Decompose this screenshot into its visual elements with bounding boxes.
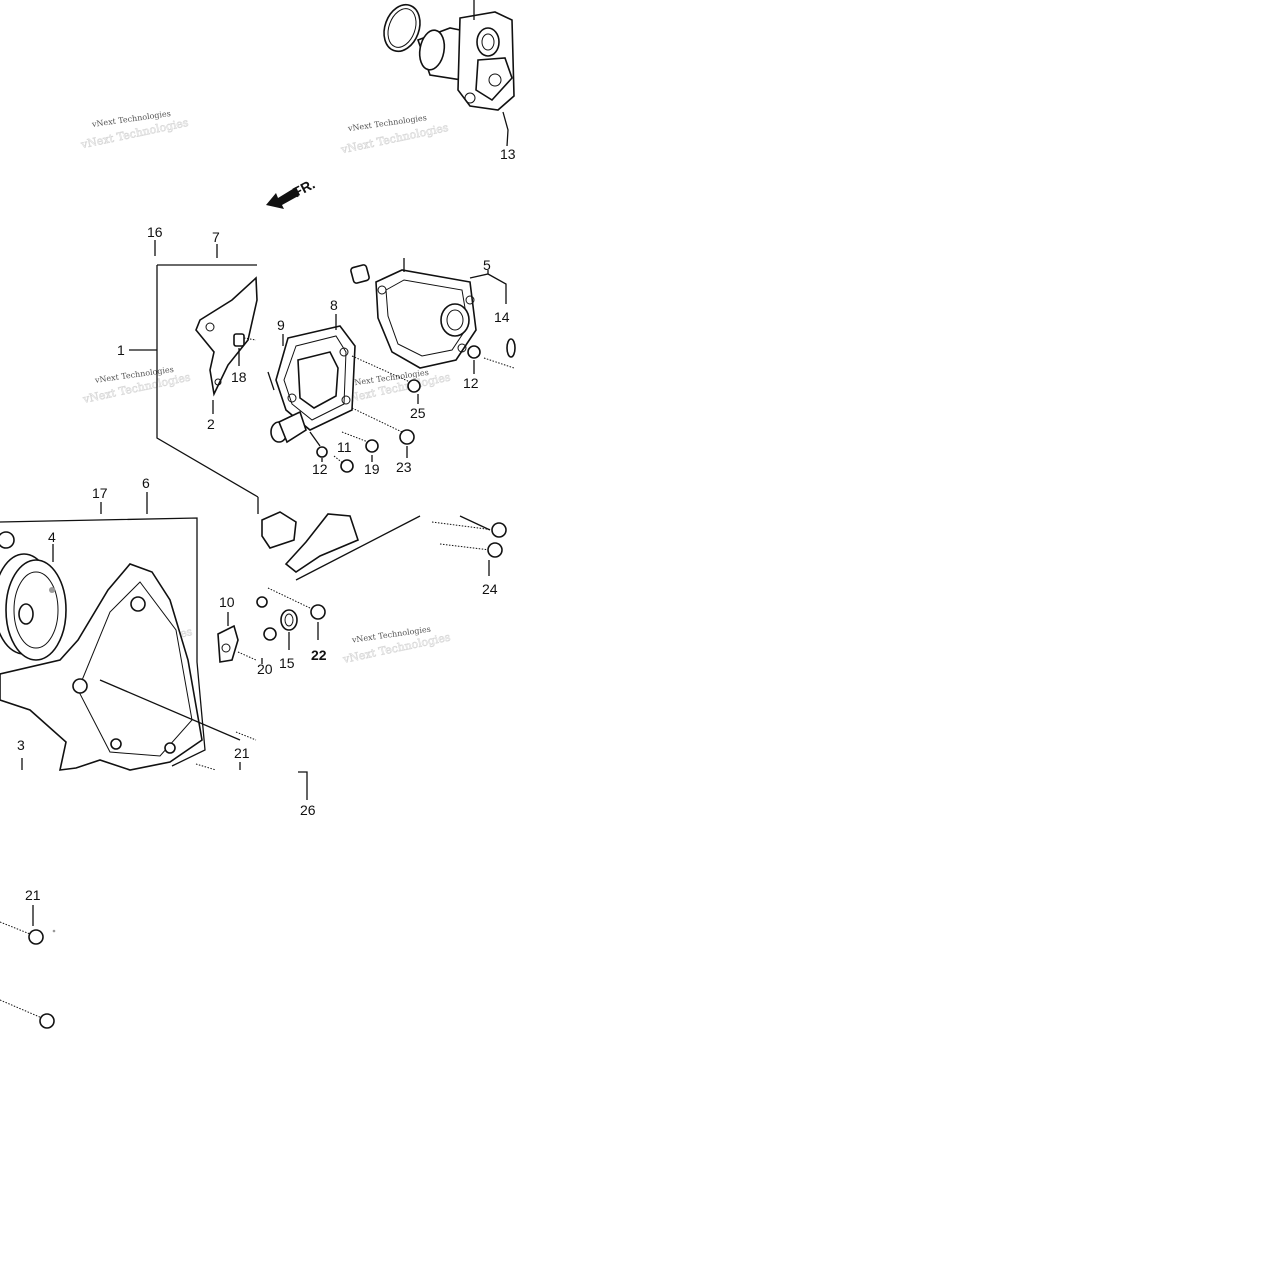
callout-15: 15 (279, 655, 295, 671)
callout-7: 7 (212, 229, 220, 245)
callout-23: 23 (396, 459, 412, 475)
group-frame-1 (129, 240, 259, 498)
callout-13: 13 (500, 146, 516, 162)
callout-4: 4 (48, 529, 56, 545)
callout-labels: 1 2 3 4 5 6 7 8 9 10 11 12 12 13 14 15 1… (17, 146, 516, 903)
callout-25: 25 (410, 405, 426, 421)
cover-plate (195, 276, 258, 414)
callout-11: 11 (337, 439, 352, 455)
callout-9: 9 (277, 317, 285, 333)
callout-21b: 21 (25, 887, 41, 903)
callout-16: 16 (147, 224, 163, 240)
pulley (0, 531, 67, 661)
callout-22: 22 (311, 647, 327, 663)
callout-3: 3 (17, 737, 25, 753)
callout-20: 20 (257, 661, 273, 677)
callout-17: 17 (92, 485, 108, 501)
engine-fragment-right (257, 497, 507, 581)
callout-12b: 12 (463, 375, 479, 391)
timing-cover (0, 563, 241, 771)
clamp-and-fasteners (217, 587, 326, 664)
bolt-set-middle (309, 355, 421, 473)
callout-21a: 21 (234, 745, 250, 761)
bolt-21-upper (195, 731, 308, 800)
thermostat-housing (383, 0, 515, 147)
bolts-21-lower (0, 905, 56, 1029)
group-frame-6 (0, 492, 206, 767)
callout-1: 1 (117, 342, 125, 358)
callout-6: 6 (142, 475, 150, 491)
callout-5: 5 (483, 257, 491, 273)
callout-19: 19 (364, 461, 380, 477)
front-direction-arrow: FR. (266, 176, 317, 209)
callout-26: 26 (300, 802, 316, 818)
callout-18: 18 (231, 369, 247, 385)
callout-8: 8 (330, 297, 338, 313)
callout-24: 24 (482, 581, 498, 597)
water-pump-body (350, 258, 516, 374)
callout-10: 10 (219, 594, 235, 610)
water-pump-cover (267, 314, 356, 444)
callout-12a: 12 (312, 461, 328, 477)
callout-2: 2 (207, 416, 215, 432)
callout-14: 14 (494, 309, 510, 325)
